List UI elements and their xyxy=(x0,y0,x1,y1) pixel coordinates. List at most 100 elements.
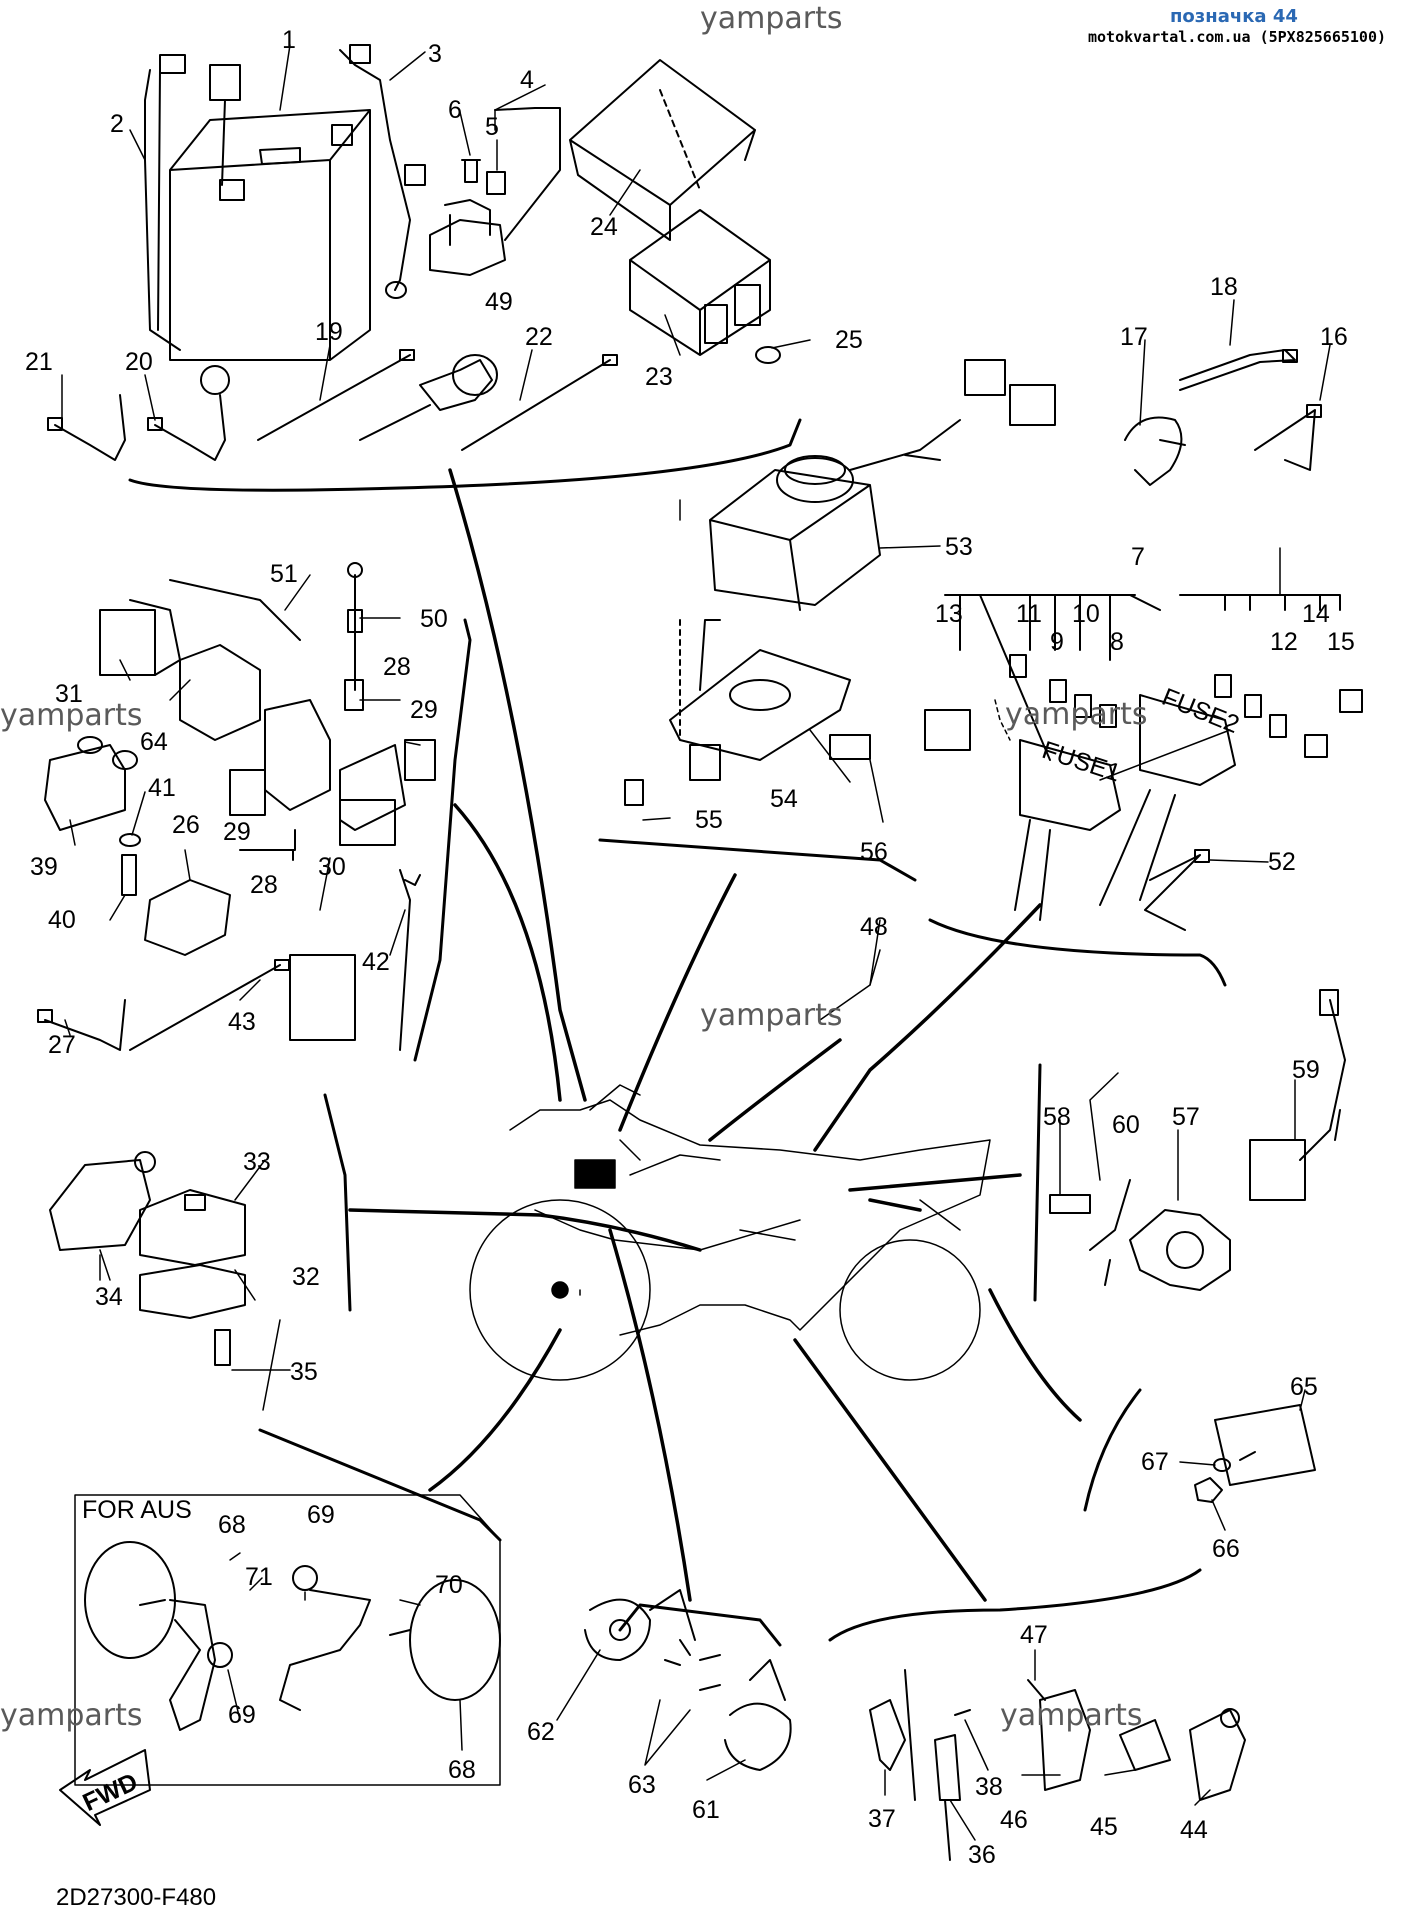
callout-62: 62 xyxy=(527,1718,555,1746)
bolt-58 xyxy=(1049,1194,1091,1214)
callout-2: 2 xyxy=(110,110,124,138)
fuse-box-1 xyxy=(1019,739,1121,831)
callout-51: 51 xyxy=(270,560,298,588)
switch-36 xyxy=(934,1734,961,1801)
callout-4: 4 xyxy=(520,66,534,94)
bolt-63a xyxy=(664,1639,691,1666)
battery-terminal-pos xyxy=(219,179,245,201)
aus-box-frame xyxy=(74,1494,501,1786)
callout-43: 43 xyxy=(228,1008,256,1036)
relay-30 xyxy=(289,954,356,1041)
band-22 xyxy=(461,359,611,451)
starter-relay xyxy=(429,219,506,276)
bolt-38 xyxy=(954,1709,971,1716)
callout-38: 38 xyxy=(975,1773,1003,1801)
fuse-10a xyxy=(1074,694,1092,718)
horn-61 xyxy=(724,1702,792,1771)
callout-34: 34 xyxy=(95,1283,123,1311)
bracket-71 xyxy=(169,1599,216,1731)
callout-18: 18 xyxy=(1210,273,1238,301)
front-wheel xyxy=(469,1199,651,1381)
bolt-47 xyxy=(1027,1679,1046,1701)
fuse-14 xyxy=(1304,734,1328,758)
clamp-17 xyxy=(1124,416,1183,486)
fuse-15 xyxy=(1339,689,1363,713)
grommet-25 xyxy=(755,346,781,364)
band-20 xyxy=(154,394,226,461)
callout-57: 57 xyxy=(1172,1103,1200,1131)
ecu-23 xyxy=(629,209,771,356)
sensor-group xyxy=(1049,989,1346,1291)
callout-55: 55 xyxy=(695,806,723,834)
nut-69b xyxy=(292,1565,318,1591)
fuse-10b xyxy=(1214,674,1232,698)
callout-leaders xyxy=(61,44,1331,1841)
bolt-40 xyxy=(121,854,137,896)
callout-39: 39 xyxy=(30,853,58,881)
watermark: yamparts xyxy=(1000,1698,1143,1733)
horn-62 xyxy=(584,1598,651,1661)
callout-28b: 28 xyxy=(250,871,278,899)
coupler-59 xyxy=(1249,1139,1306,1201)
rear-wheel xyxy=(839,1239,981,1381)
callout-6: 6 xyxy=(448,96,462,124)
page-title: позначка 44 xyxy=(1170,6,1298,27)
aus-label: FOR AUS xyxy=(82,1496,192,1524)
relay-fuse-5 xyxy=(486,171,506,195)
callout-26: 26 xyxy=(172,811,200,839)
callout-61: 61 xyxy=(692,1796,720,1824)
screw-35 xyxy=(214,1329,231,1366)
callout-35: 35 xyxy=(290,1358,318,1386)
washer-41 xyxy=(119,833,141,847)
callout-70: 70 xyxy=(435,1571,463,1599)
callout-33: 33 xyxy=(243,1148,271,1176)
switch-37 xyxy=(869,1699,906,1771)
socket-49 xyxy=(419,359,493,411)
callout-45: 45 xyxy=(1090,1813,1118,1841)
bolt-55 xyxy=(624,779,644,806)
clamp-group xyxy=(1124,349,1322,486)
callout-19: 19 xyxy=(315,318,343,346)
bracket-60 xyxy=(1089,1179,1131,1286)
callout-29a: 29 xyxy=(410,696,438,724)
callout-29b: 29 xyxy=(223,818,251,846)
base-32 xyxy=(139,1264,246,1319)
switch-group-boundary xyxy=(828,1568,1202,1642)
callout-65: 65 xyxy=(1290,1373,1318,1401)
callout-42: 42 xyxy=(362,948,390,976)
fwd-arrow-icon xyxy=(59,1749,151,1826)
relay-26 xyxy=(144,879,231,956)
fuse-8 xyxy=(1099,704,1117,728)
fuse-9a xyxy=(1049,679,1067,703)
band-19 xyxy=(257,354,411,441)
relay-39 xyxy=(44,744,126,831)
band-18 xyxy=(1179,349,1296,391)
callout-23: 23 xyxy=(645,363,673,391)
callout-36: 36 xyxy=(968,1841,996,1869)
watermark: yamparts xyxy=(0,1698,143,1733)
callout-25: 25 xyxy=(835,326,863,354)
fuse-box-2 xyxy=(1139,694,1236,786)
callout-69a: 69 xyxy=(307,1501,335,1529)
callout-40: 40 xyxy=(48,906,76,934)
horn-group xyxy=(584,1589,792,1771)
reflector-65 xyxy=(1214,1404,1316,1486)
holder-13 xyxy=(924,709,971,751)
callout-1: 1 xyxy=(282,26,296,54)
callout-8: 8 xyxy=(1110,628,1124,656)
holder-33 xyxy=(139,1189,246,1266)
band-52 xyxy=(1144,854,1201,931)
fuse-9b xyxy=(1244,694,1262,718)
callout-63: 63 xyxy=(628,1771,656,1799)
watermark: yamparts xyxy=(700,1,843,36)
callout-49: 49 xyxy=(485,288,513,316)
callout-20: 20 xyxy=(125,348,153,376)
callout-labels: 1 2 3 4 5 6 7 8 9 10 11 12 13 14 15 16 1… xyxy=(25,26,1355,1869)
relay-29a xyxy=(229,769,266,816)
callout-13: 13 xyxy=(935,600,963,628)
callout-7: 7 xyxy=(1131,543,1145,571)
coupler-group-boundary xyxy=(323,1093,352,1312)
battery-terminal-neg xyxy=(331,124,353,146)
callout-21: 21 xyxy=(25,348,53,376)
